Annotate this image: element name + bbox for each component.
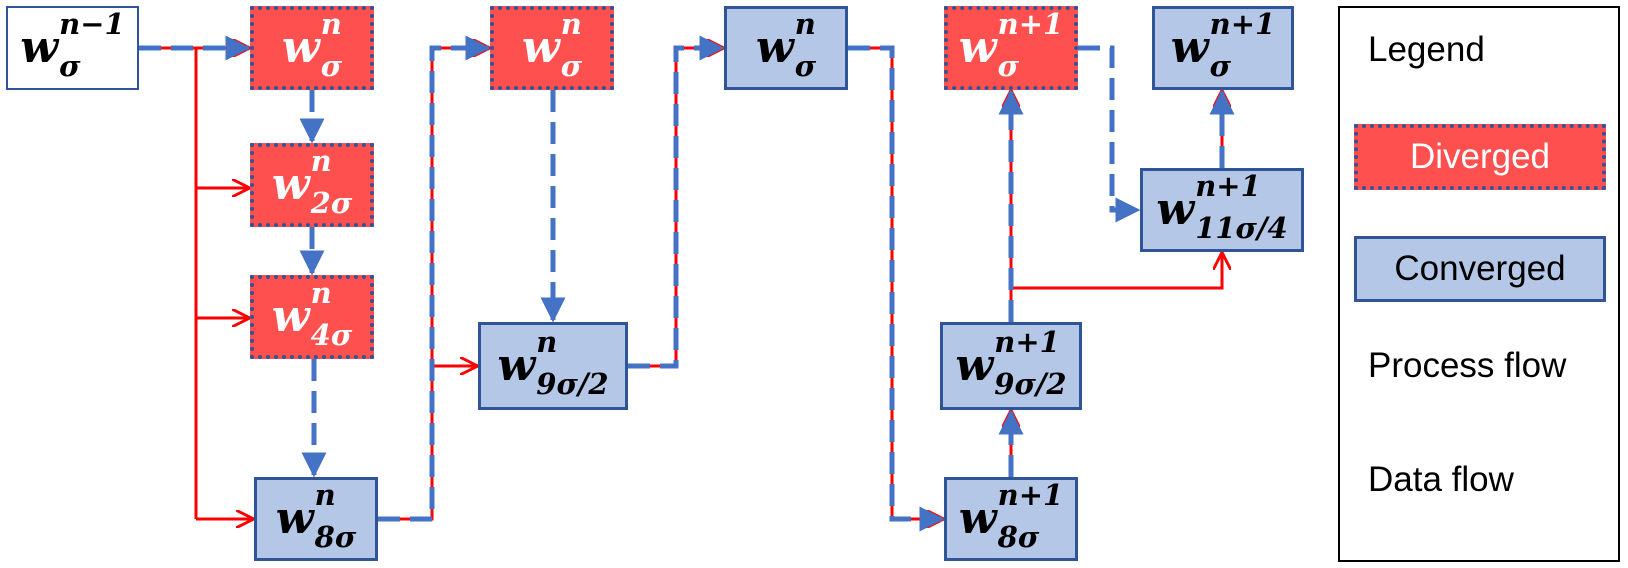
data-edge-sigma-c-to-8sigma-n1 [848,46,942,519]
process-edge-9sigma2-to-sigma-c [628,35,725,369]
node-scripts: n 4σ [310,277,353,352]
node-base: w [281,22,320,73]
node-sup: n [320,7,342,42]
node-scripts: n+1 8σ [997,479,1064,554]
node-sup: n+1 [994,325,1060,360]
node-w-8sigma-n: w n 8σ [254,477,378,561]
node-sup: n [794,7,816,42]
node-sub: 9σ/2 [994,367,1067,401]
node-sup: n [310,276,332,311]
node-base: w [1156,184,1195,235]
node-sub: 8σ [997,520,1040,554]
node-base: w [521,22,560,73]
node-scripts: n 2σ [310,145,353,220]
node-sup: n [560,7,582,42]
legend-converged-swatch: Converged [1354,236,1606,302]
node-w-9sigma2-n1: w n+1 9σ/2 [940,322,1082,410]
node-scripts: n−1 σ [59,8,125,83]
node-w-2sigma-n: w n 2σ [250,143,374,227]
node-sub: σ [997,49,1020,83]
node-w-sigma-n-a: w n σ [250,6,374,90]
node-scripts: n σ [560,8,583,83]
node-base: w [958,493,997,544]
process-edge-sigma-c-to-8sigma-n1 [848,45,945,532]
node-base: w [20,22,59,73]
legend-title: Legend [1368,30,1485,69]
node-w-sigma-n-c: w n σ [724,6,848,90]
node-sup: n [310,144,332,179]
legend-panel: Legend Diverged Converged Process flow D… [1338,6,1620,562]
node-base: w [271,159,310,210]
legend-process-flow-label: Process flow [1368,346,1567,385]
node-scripts: n 8σ [314,479,357,554]
node-sup: n [536,325,558,360]
data-edge-to-11sigma4 [1011,254,1222,290]
node-sub: σ [59,49,81,83]
node-base: w [755,22,794,73]
process-edge-8sigma-to-sigma-b [378,35,491,522]
node-sub: σ [1209,49,1232,83]
legend-data-flow-label: Data flow [1368,460,1514,499]
node-base: w [497,340,536,391]
node-base: w [1170,22,1209,73]
node-base: w [275,493,314,544]
node-sup: n+1 [1195,169,1261,204]
node-sub: 4σ [310,318,353,352]
node-w-sigma-n1-b: w n+1 σ [1152,6,1294,90]
node-sup: n [314,478,336,513]
legend-diverged-swatch: Diverged [1354,124,1606,190]
node-w-sigma-n1-a: w n+1 σ [944,6,1078,90]
node-sub: 8σ [314,520,357,554]
node-base: w [958,22,997,73]
node-base: w [955,340,994,391]
node-w-8sigma-n1: w n+1 8σ [944,477,1078,561]
node-sub: σ [320,49,343,83]
node-sup: n+1 [997,7,1064,42]
node-scripts: n+1 11σ/4 [1195,170,1288,245]
node-sup: n+1 [1209,7,1276,42]
node-sub: σ [794,49,817,83]
legend-diverged-label: Diverged [1409,137,1551,176]
node-w-11sigma4-n1: w n+1 11σ/4 [1140,168,1304,252]
node-sub: σ [560,49,583,83]
process-edge-sigma-n1-a-to-11sigma4 [1078,45,1141,223]
node-w-sigma-prev: w n−1 σ [6,6,139,90]
process-flow-layer [139,35,1235,532]
node-scripts: n 9σ/2 [536,326,609,401]
node-w-sigma-n-b: w n σ [490,6,614,90]
node-scripts: n+1 σ [1209,8,1276,83]
node-scripts: n+1 9σ/2 [994,326,1067,401]
node-sup: n+1 [997,478,1064,513]
node-sup: n−1 [59,7,125,42]
node-base: w [271,291,310,342]
node-scripts: n σ [794,8,817,83]
node-sub: 11σ/4 [1195,211,1288,245]
node-w-4sigma-n: w n 4σ [250,275,374,359]
node-w-9sigma2-n: w n 9σ/2 [478,322,628,410]
node-scripts: n σ [320,8,343,83]
node-sub: 2σ [310,186,353,220]
legend-converged-label: Converged [1394,249,1566,288]
node-scripts: n+1 σ [997,8,1064,83]
node-sub: 9σ/2 [536,367,609,401]
